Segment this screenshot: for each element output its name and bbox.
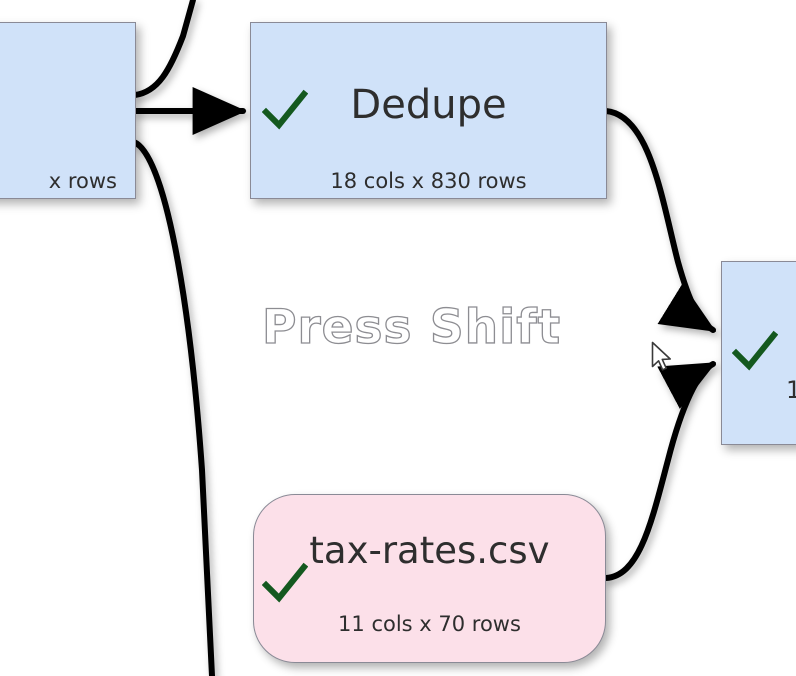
node-dedupe-title: Dedupe <box>350 82 507 128</box>
check-icon <box>732 330 778 371</box>
edge-dedupe-to-downstream <box>603 108 717 333</box>
edge-upstream-to-bottom <box>131 139 215 676</box>
node-dedupe-subtitle: 18 cols x 830 rows <box>330 169 527 193</box>
mouse-pointer-icon <box>651 341 671 371</box>
node-upstream-subtitle: x rows <box>48 169 117 193</box>
press-shift-hint: Press Shift <box>261 300 562 355</box>
node-downstream-subtitle: 1 <box>722 378 796 402</box>
edge-taxrates-to-downstream <box>603 361 717 581</box>
node-dedupe[interactable]: Dedupe 18 cols x 830 rows <box>250 22 607 199</box>
edge-upstream-to-top <box>132 0 196 98</box>
node-tax-rates[interactable]: tax-rates.csv 11 cols x 70 rows <box>253 494 606 663</box>
node-tax-rates-title: tax-rates.csv <box>309 529 550 572</box>
node-tax-rates-subtitle: 11 cols x 70 rows <box>338 612 521 636</box>
check-icon <box>262 89 308 130</box>
node-upstream[interactable]: x rows <box>0 22 136 199</box>
check-icon <box>262 562 308 603</box>
